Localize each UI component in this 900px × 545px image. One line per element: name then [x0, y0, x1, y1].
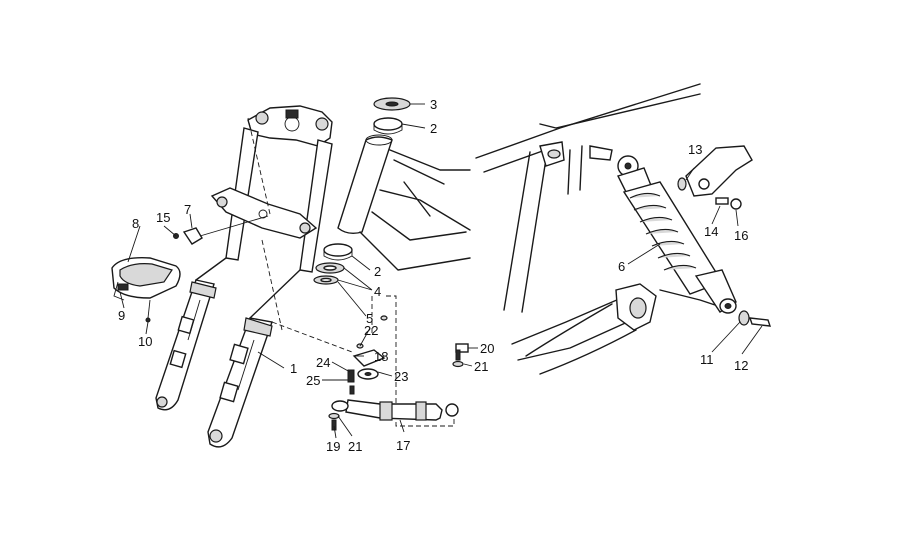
callout-14: 14 [704, 224, 718, 239]
callout-20: 20 [480, 341, 494, 356]
callout-6: 6 [618, 259, 625, 274]
callout-22: 22 [364, 323, 378, 338]
callout-21-bottom: 21 [348, 439, 362, 454]
instrument-bracket [111, 227, 203, 323]
callout-labels: 1 2 2 3 4 5 6 7 8 9 10 11 12 13 14 15 16… [118, 97, 748, 454]
callout-24: 24 [316, 355, 330, 370]
callout-4: 4 [374, 284, 381, 299]
callout-12: 12 [734, 358, 748, 373]
callout-2-upper: 2 [430, 121, 437, 136]
callout-5: 5 [366, 311, 373, 326]
callout-10: 10 [138, 334, 152, 349]
callout-23: 23 [394, 369, 408, 384]
callout-19: 19 [326, 439, 340, 454]
steering-head-frame [313, 97, 471, 285]
callout-7: 7 [184, 202, 191, 217]
callout-11: 11 [700, 352, 714, 367]
steering-damper [328, 295, 469, 431]
callout-1: 1 [290, 361, 297, 376]
callout-3: 3 [430, 97, 437, 112]
callout-2-lower: 2 [374, 264, 381, 279]
callout-13: 13 [688, 142, 702, 157]
callout-9: 9 [118, 308, 125, 323]
callout-8: 8 [132, 216, 139, 231]
front-fork-assembly [155, 105, 333, 448]
callout-17: 17 [396, 438, 410, 453]
callout-15: 15 [156, 210, 170, 225]
callout-25: 25 [306, 373, 320, 388]
callout-18: 18 [374, 349, 388, 364]
leader-lines [119, 103, 763, 439]
callout-16: 16 [734, 228, 748, 243]
callout-21-right: 21 [474, 359, 488, 374]
rear-shock-absorber [617, 145, 772, 327]
rear-frame-swingarm [475, 83, 731, 375]
